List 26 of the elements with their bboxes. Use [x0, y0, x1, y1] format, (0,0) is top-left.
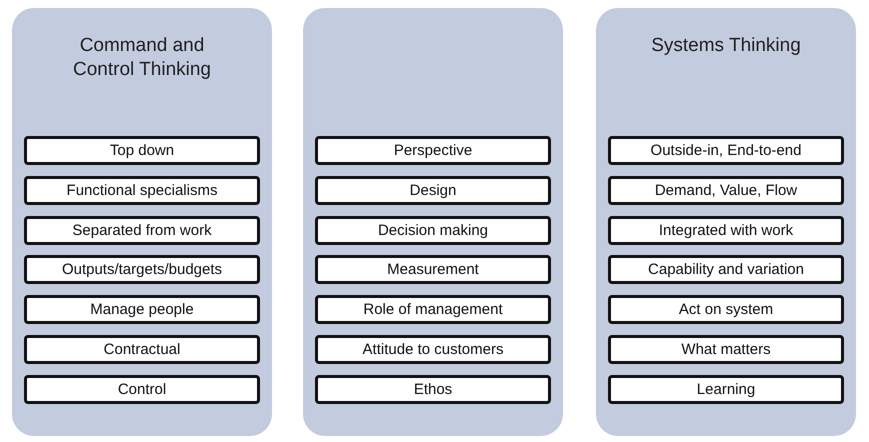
column-panel [303, 8, 563, 436]
label-box: Integrated with work [608, 216, 844, 245]
label-box: Manage people [24, 295, 260, 324]
label-box: Role of management [315, 295, 551, 324]
label-box: Measurement [315, 255, 551, 284]
label-box: Demand, Value, Flow [608, 176, 844, 205]
label-box: Act on system [608, 295, 844, 324]
column-heading: Systems Thinking [650, 34, 802, 58]
column-panel [12, 8, 272, 436]
label-box: Control [24, 374, 260, 404]
label-box: Functional specialisms [24, 176, 260, 205]
column-heading: Command and Control Thinking [72, 34, 212, 82]
label-box: Outside-in, End-to-end [608, 136, 844, 165]
label-box: Design [315, 176, 551, 205]
label-box: Contractual [24, 335, 260, 364]
label-box: Capability and variation [608, 255, 844, 284]
label-box: What matters [608, 335, 844, 364]
label-box: Top down [24, 136, 260, 165]
label-box: Perspective [315, 136, 551, 165]
column-panel [596, 8, 856, 436]
label-box: Learning [608, 374, 844, 404]
label-box: Decision making [315, 216, 551, 245]
label-box: Outputs/targets/budgets [24, 255, 260, 284]
label-box: Separated from work [24, 216, 260, 245]
label-box: Attitude to customers [315, 335, 551, 364]
label-box: Ethos [315, 374, 551, 404]
